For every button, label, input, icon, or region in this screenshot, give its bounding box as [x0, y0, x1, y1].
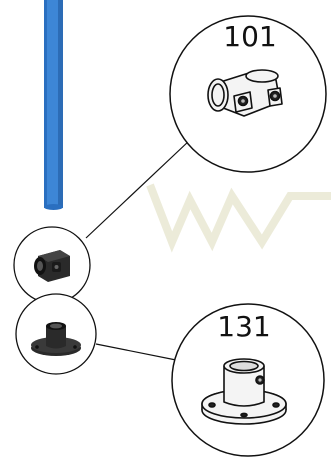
callout-label-131: 131: [217, 310, 270, 343]
connector-line-131: [95, 343, 177, 361]
flange-base-fitting-icon: [201, 358, 287, 425]
callout-131: 131: [171, 303, 325, 457]
connector-line-101: [85, 139, 191, 239]
pipe-icon: [44, 0, 63, 210]
thumbnail-flange: [15, 293, 97, 375]
tee-fitting-dark-icon: [34, 250, 70, 282]
flange-fitting-dark-icon: [31, 322, 81, 356]
side-outlet-tee-fitting-icon: [207, 69, 283, 117]
thumbnail-tee: [13, 226, 91, 304]
callout-101: 101: [169, 15, 327, 173]
callout-label-101: 101: [223, 20, 276, 53]
watermark-icon: [146, 183, 331, 253]
